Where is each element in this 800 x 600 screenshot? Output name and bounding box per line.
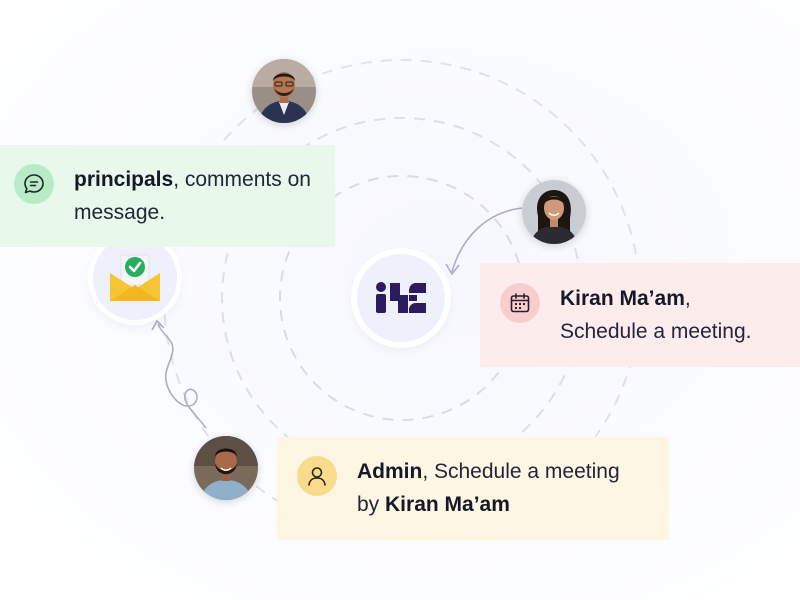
notification-card-comment[interactable]: principals, comments on message.: [0, 145, 335, 247]
comment-author: principals: [74, 168, 174, 191]
arrow-to-center: [451, 207, 523, 273]
admin-message: , Schedule a meeting by: [357, 460, 620, 516]
schedule-comma: ,: [684, 287, 691, 310]
envelope-check-icon: [110, 254, 160, 301]
avatar-right: [522, 180, 586, 244]
center-logo: [357, 254, 445, 342]
notification-card-admin[interactable]: Admin, Schedule a meeting by Kiran Ma’am: [277, 437, 669, 540]
arrow-head-center: [445, 263, 460, 276]
brand-logo-icon: [376, 282, 426, 313]
schedule-message: Schedule a meeting.: [560, 320, 752, 343]
user-icon: [297, 456, 337, 496]
mail-badge: [93, 236, 177, 320]
calendar-icon: [500, 283, 540, 323]
comment-message: , comments on message.: [74, 168, 311, 224]
admin-text: Admin, Schedule a meeting by Kiran Ma’am: [357, 455, 647, 521]
chat-bubble-icon: [14, 164, 54, 204]
notification-card-schedule[interactable]: Kiran Ma’am, Schedule a meeting.: [480, 263, 800, 367]
schedule-author: Kiran Ma’am: [560, 287, 685, 310]
avatar-top: [252, 59, 316, 123]
admin-target-user: Kiran Ma’am: [385, 493, 510, 516]
arrow-to-mail: [157, 323, 207, 429]
admin-author: Admin: [357, 460, 423, 483]
schedule-text: Kiran Ma’am, Schedule a meeting.: [560, 282, 751, 348]
arrow-head-mail: [151, 319, 165, 331]
avatar-bottom: [194, 436, 258, 500]
comment-text: principals, comments on message.: [74, 163, 319, 229]
